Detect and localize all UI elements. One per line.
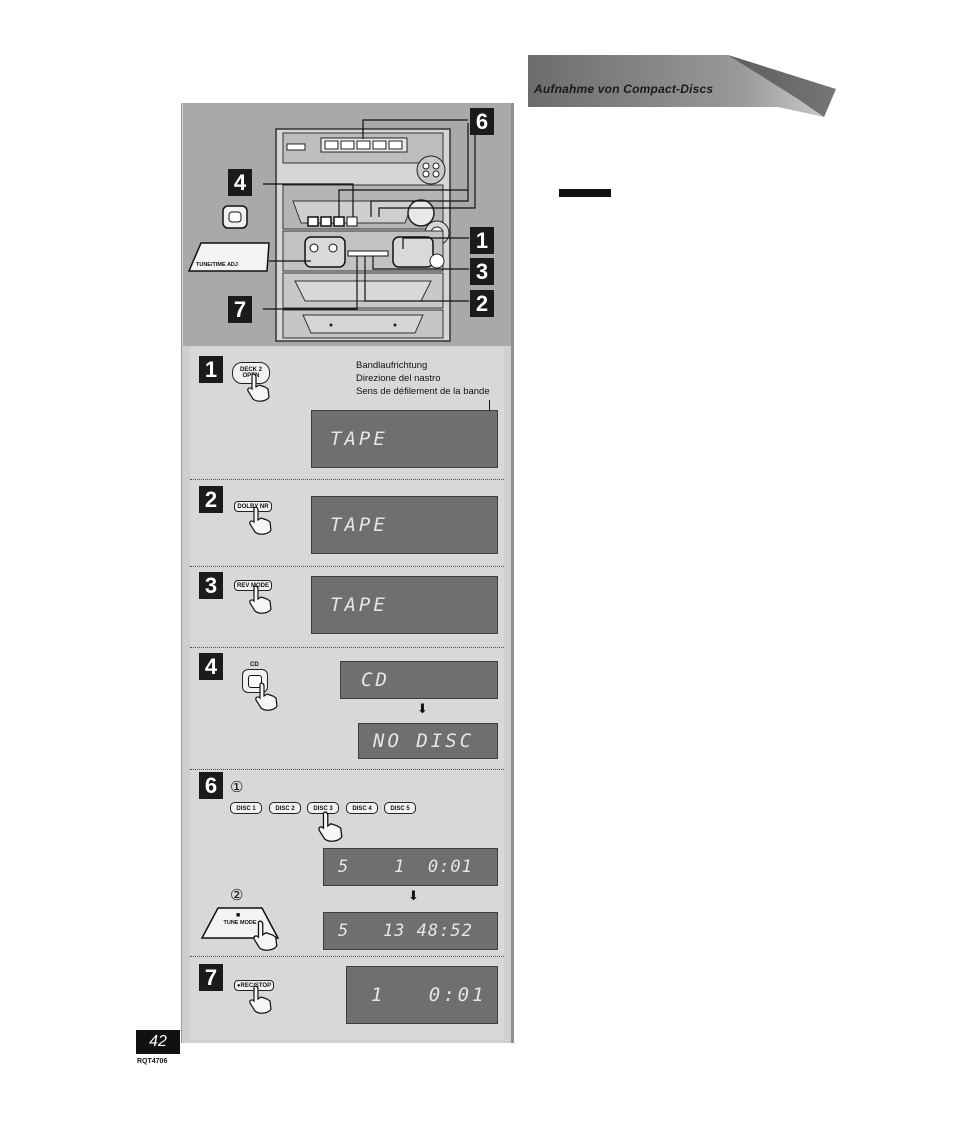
stereo-illustration	[187, 119, 476, 342]
remote-button-label: TUNE/TIME ADJ	[196, 262, 238, 268]
step-7-display-text: 1 0:01	[371, 984, 487, 1006]
step-1-number: 1	[199, 356, 223, 383]
callout-2: 2	[470, 290, 494, 317]
step-3-number: 3	[199, 572, 223, 599]
pointing-hand-icon	[249, 506, 272, 535]
deck2-open-button[interactable]: DECK 2 OPEN	[232, 362, 270, 384]
step-1-display-text: TAPE	[330, 428, 388, 450]
pointing-hand-icon	[318, 811, 343, 842]
page-number: 42	[136, 1030, 180, 1054]
pointing-hand-icon	[247, 373, 270, 402]
tape-direction-fr: Sens de défilement de la bande	[356, 386, 490, 397]
tape-direction-it: Direzione del nastro	[356, 373, 441, 384]
step-1-display: TAPE	[311, 410, 498, 468]
pointing-hand-icon	[249, 985, 272, 1014]
step-4-display-cd-text: CD	[361, 669, 390, 691]
black-bar	[559, 189, 611, 197]
pointing-hand-icon	[249, 585, 272, 614]
deck2-open-label-1: DECK 2	[239, 367, 262, 373]
step-2-display: TAPE	[311, 496, 498, 554]
section-banner	[528, 55, 836, 117]
rev-mode-button[interactable]: REV MODE	[234, 580, 272, 591]
stop-square-icon: ■	[236, 912, 241, 919]
disc-1-button[interactable]: DISC 1	[230, 802, 262, 814]
step-2-display-text: TAPE	[330, 514, 388, 536]
document-code: RQT4706	[137, 1058, 168, 1065]
callout-1: 1	[470, 227, 494, 254]
callout-7: 7	[228, 296, 252, 323]
callout-3: 3	[470, 258, 494, 285]
disc-2-button[interactable]: DISC 2	[269, 802, 301, 814]
step-7-number: 7	[199, 964, 223, 991]
arrow-down-icon: ⬇	[408, 888, 419, 903]
step-6-number: 6	[199, 772, 223, 799]
cd-button-face	[248, 675, 262, 688]
step-6-display-b: 5 13 48:52	[323, 912, 498, 950]
sub-step-1-marker: ①	[230, 779, 244, 796]
step-6-display-a-text: 5 1 0:01	[338, 857, 473, 877]
step-7-display: 1 0:01	[346, 966, 498, 1024]
disc-4-button[interactable]: DISC 4	[346, 802, 378, 814]
step-3-display: TAPE	[311, 576, 498, 634]
step-2-number: 2	[199, 486, 223, 513]
disc-5-button[interactable]: DISC 5	[384, 802, 416, 814]
tune-mode-button[interactable]: TUNE MODE	[223, 920, 257, 926]
dolby-nr-button[interactable]: DOLBY NR	[234, 501, 272, 512]
step-3-display-text: TAPE	[330, 594, 388, 616]
sub-step-2-marker: ②	[230, 887, 244, 904]
step-4-number: 4	[199, 653, 223, 680]
step-4-display-nodisc-text: NO DISC	[373, 730, 475, 752]
tape-direction-de: Bandlaufrichtung	[356, 360, 428, 371]
step-6-display-a: 5 1 0:01	[323, 848, 498, 886]
step-4-display-nodisc: NO DISC	[358, 723, 498, 759]
section-title: Aufnahme von Compact-Discs	[534, 82, 714, 96]
arrow-down-icon: ⬇	[417, 701, 428, 716]
pointing-hand-icon	[253, 920, 278, 951]
step-6-display-b-text: 5 13 48:52	[338, 921, 473, 941]
pointing-hand-icon	[255, 682, 278, 711]
cd-button-label: CD	[250, 662, 259, 668]
callout-4: 4	[228, 169, 252, 196]
step-4-display-cd: CD	[340, 661, 498, 699]
deck2-open-label-2: OPEN	[242, 373, 260, 379]
callout-6: 6	[470, 108, 494, 135]
